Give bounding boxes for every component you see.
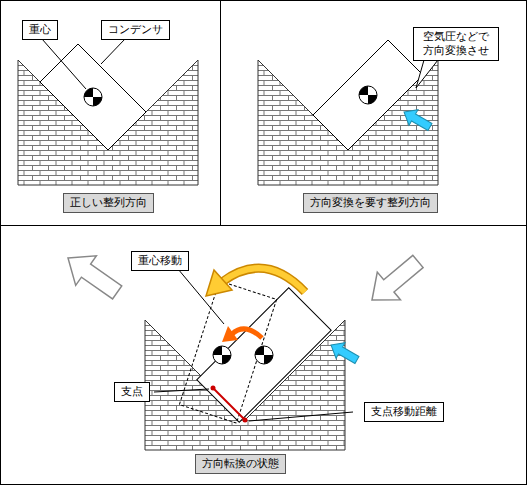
rotation-arrow [222,268,305,292]
node-text: 正しい整列方向 [70,196,147,210]
rotation-arrow [222,268,305,292]
pivot-dot [243,418,248,423]
center-of-gravity [255,346,273,364]
panel-caption: 方向転換の状態 [195,454,286,474]
node-text: 空気圧などで 方向変換させ [420,30,492,58]
node-text: 重心移動 [138,254,182,268]
air-pressure-arrow [400,104,435,135]
callout-label: 重心 [22,20,58,40]
shift-arrow [232,329,262,338]
shift-arrowhead [222,326,238,342]
divider [220,0,221,225]
leader-line [178,269,224,324]
center-of-gravity [84,88,102,106]
air-pressure-arrow [327,337,362,368]
node-text: 方向変換を要す整列方向 [310,196,431,210]
center-of-gravity [213,346,231,364]
leader-line [154,389,209,392]
distance-line [213,388,245,420]
rotation-arrowhead [206,270,232,296]
node-text: 方向転換の状態 [202,457,279,471]
leader-line [101,39,125,64]
node-text: コンデンサ [108,23,163,37]
node-text: 重心 [29,23,51,37]
leader-line [42,39,86,89]
speech-bubble: 空気圧などで 方向変換させ [413,27,499,61]
capacitor [40,44,146,150]
pivot-dot [211,386,216,391]
capacitor-turned [179,281,276,423]
node-text: 支点移動距離 [371,405,437,419]
callout-label: 支点移動距離 [364,402,444,422]
panel-caption: 正しい整列方向 [63,193,154,213]
node-text: 支点 [121,385,143,399]
motion-arrow [360,248,429,314]
divider [0,225,527,226]
callout-label: コンデンサ [101,20,170,40]
bubble-tail [416,60,438,88]
motion-arrow [58,243,128,307]
panel-caption: 方向変換を要す整列方向 [303,193,438,213]
capacitor [313,40,423,150]
leader-line [249,412,353,421]
callout-label: 重心移動 [131,251,189,271]
capacitor [197,288,331,422]
callout-label: 支点 [114,382,150,402]
center-of-gravity [359,86,377,104]
